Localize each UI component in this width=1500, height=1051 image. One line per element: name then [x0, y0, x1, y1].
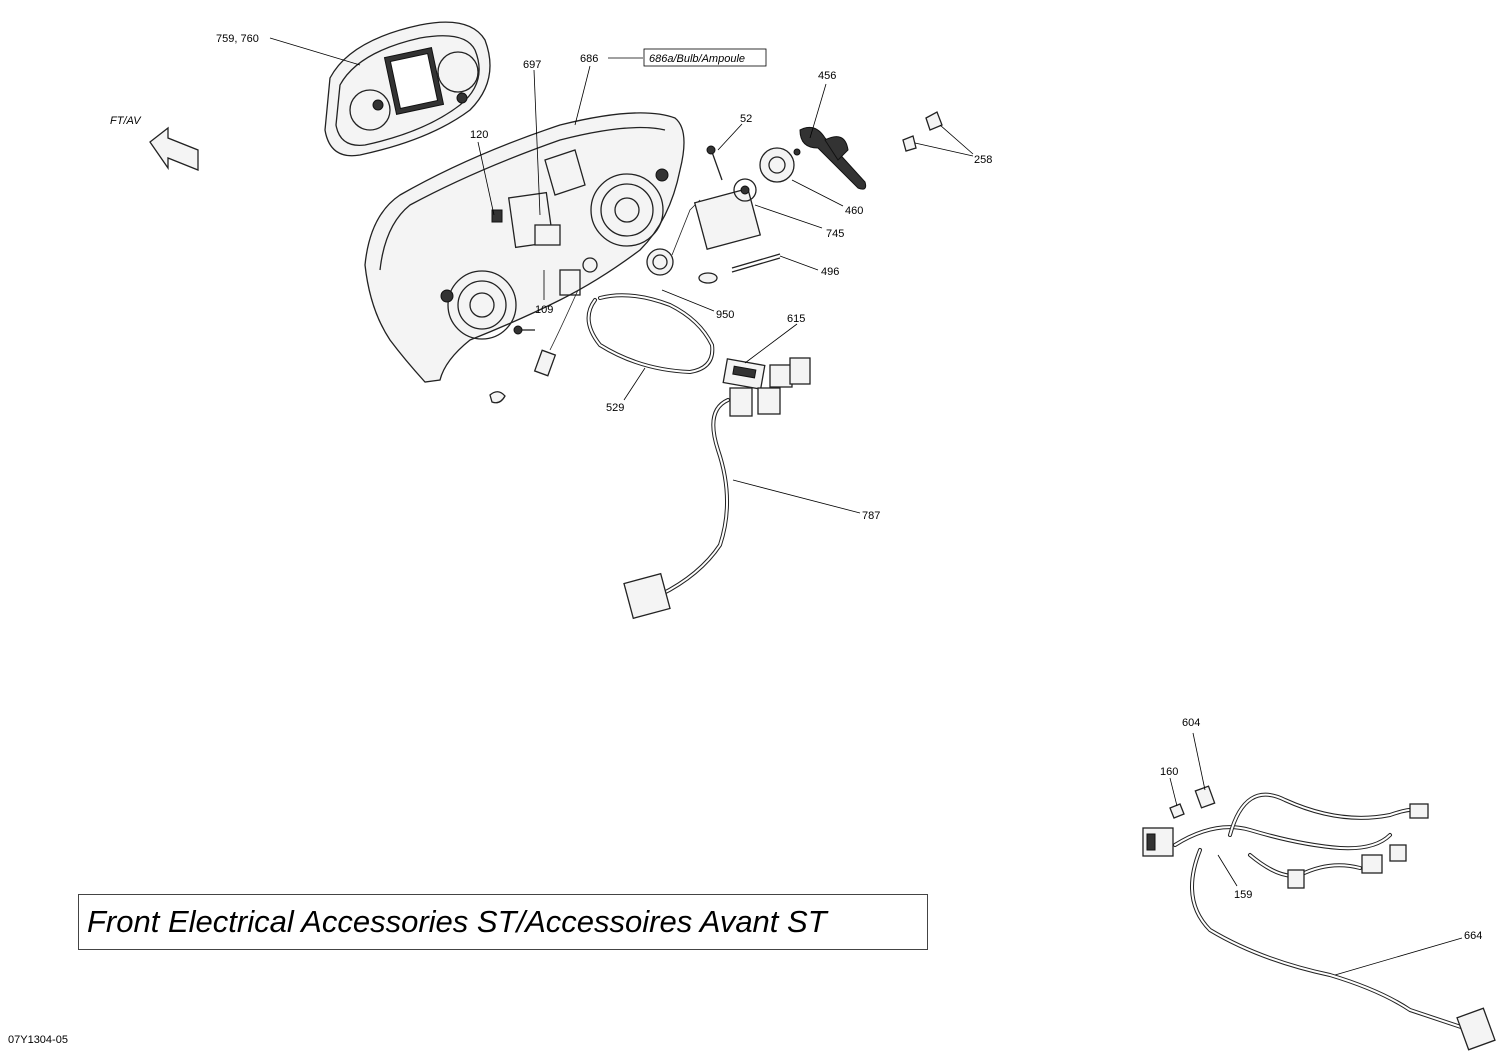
- callout-787: 787: [862, 510, 880, 522]
- callout-159: 159: [1234, 889, 1252, 901]
- callout-109: 109: [535, 304, 553, 316]
- screw-109: [513, 325, 535, 335]
- ignition-screw: [706, 145, 723, 181]
- gauge-cluster: [324, 21, 491, 157]
- document-code: 07Y1304-05: [8, 1034, 68, 1046]
- callout-529: 529: [606, 402, 624, 414]
- ignition-switch: [693, 178, 781, 273]
- clip-258: [902, 111, 943, 152]
- headlight-housing: [364, 112, 685, 383]
- callout-604: 604: [1182, 717, 1200, 729]
- callout-759-760: 759, 760: [216, 33, 259, 45]
- callout-950: 950: [716, 309, 734, 321]
- leader-lines: [269, 37, 1463, 976]
- clamp-part: [698, 272, 718, 284]
- accessory-harness: [1142, 785, 1496, 1051]
- direction-label: FT/AV: [110, 115, 142, 127]
- callout-496: 496: [821, 266, 839, 278]
- callout-120: 120: [470, 129, 488, 141]
- bulb-note-text: 686a/Bulb/Ampoule: [649, 53, 745, 65]
- callout-160: 160: [1160, 766, 1178, 778]
- callout-456: 456: [818, 70, 836, 82]
- callout-460: 460: [845, 205, 863, 217]
- callout-745: 745: [826, 228, 844, 240]
- bulb-note: 686a/Bulb/Ampoule: [643, 48, 767, 67]
- callouts: 759, 760 686 697 456 52 120 258 460 745 …: [216, 33, 1482, 942]
- diagram-title: Front Electrical Accessories ST/Accessoi…: [87, 904, 827, 939]
- direction-arrow: [149, 126, 199, 171]
- callout-52: 52: [740, 113, 752, 125]
- callout-697: 697: [523, 59, 541, 71]
- harness-loop: [533, 289, 715, 377]
- clip-part: [489, 391, 506, 404]
- callout-664: 664: [1464, 930, 1482, 942]
- diagram-title-box: Front Electrical Accessories ST/Accessoi…: [78, 894, 928, 950]
- callout-686: 686: [580, 53, 598, 65]
- key: [793, 126, 867, 190]
- ignition-nut: [759, 147, 795, 183]
- callout-615: 615: [787, 313, 805, 325]
- switch-harness: [623, 357, 811, 620]
- callout-258: 258: [974, 154, 992, 166]
